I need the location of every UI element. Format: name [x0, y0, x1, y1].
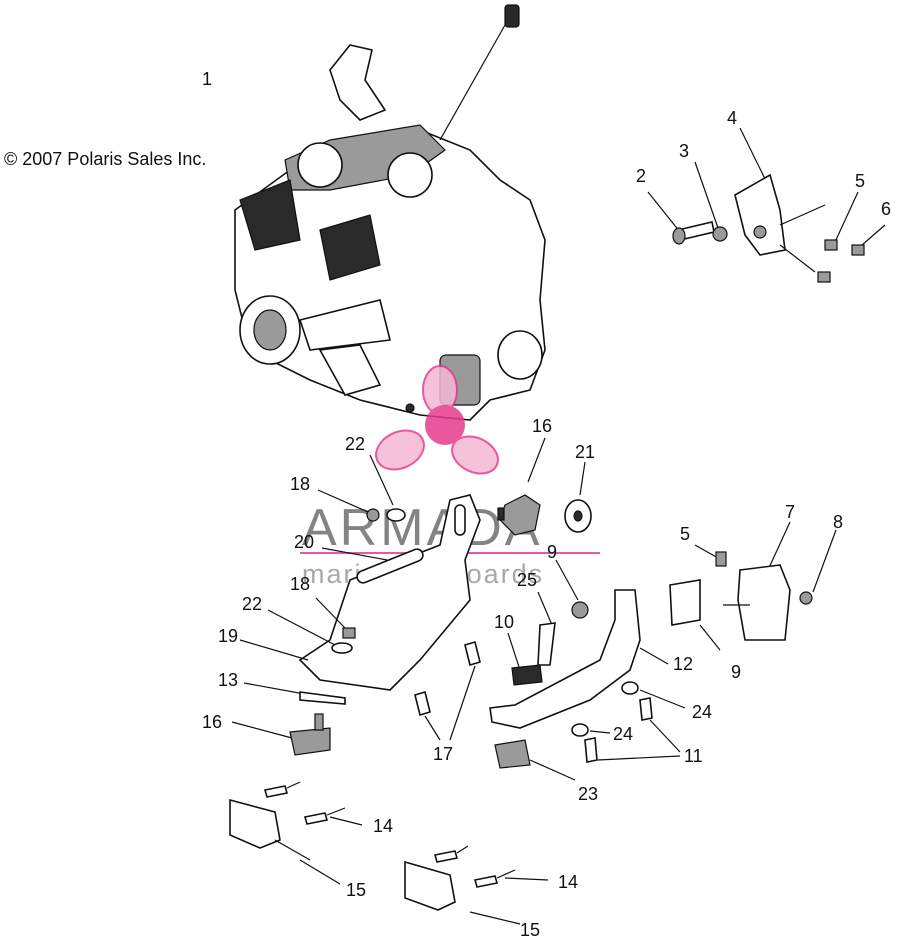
callout-5-mid: 5 — [680, 524, 690, 544]
shim-part-13 — [243, 682, 346, 705]
callout-11: 11 — [684, 746, 703, 766]
bolt-part-18-mid — [315, 597, 356, 639]
washer-part-22-mid — [267, 609, 353, 654]
bolt-part-17 — [414, 640, 481, 741]
rivet-part-14-left — [263, 781, 363, 826]
callout-8: 8 — [833, 512, 843, 532]
callout-25: 25 — [517, 570, 537, 590]
callout-14-right: 14 — [558, 872, 578, 892]
bracket-part-12 — [489, 589, 669, 729]
screw-part-6 — [817, 224, 886, 283]
copyright-text: © 2007 Polaris Sales Inc. — [4, 149, 206, 169]
screw-part-5-top — [824, 191, 859, 251]
bolt-part-18-top — [317, 489, 380, 522]
washer-part-24 — [571, 681, 686, 737]
callout-1: 1 — [202, 69, 212, 89]
callout-9-mid: 9 — [547, 542, 557, 562]
callout-6: 6 — [881, 199, 891, 219]
propeller-logo-icon — [375, 365, 499, 475]
screw-part-5-mid — [694, 544, 727, 567]
spacer-part-10 — [507, 632, 543, 686]
callout-23: 23 — [578, 784, 598, 804]
callout-21: 21 — [575, 442, 595, 462]
callout-19: 19 — [218, 626, 238, 646]
callout-15-left: 15 — [346, 880, 366, 900]
callout-4: 4 — [727, 108, 737, 128]
callout-13: 13 — [218, 670, 238, 690]
callout-18-top: 18 — [290, 474, 310, 494]
engine-assembly — [234, 4, 546, 421]
callout-22-mid: 22 — [242, 594, 262, 614]
bracket-part-7 — [723, 521, 791, 641]
callout-24-left: 24 — [613, 724, 633, 744]
mount-part-16-top — [497, 437, 546, 536]
callout-5-top: 5 — [855, 171, 865, 191]
washer-part-22-top — [369, 454, 406, 522]
callout-16-bottom: 16 — [202, 712, 222, 732]
mount-part-16-bottom — [231, 713, 331, 756]
callout-18-mid: 18 — [290, 574, 310, 594]
bracket-part-15-left — [229, 798, 341, 885]
bracket-part-15-right — [404, 860, 521, 925]
callout-15-right: 15 — [520, 920, 540, 938]
washer-part-21 — [564, 461, 592, 533]
callout-10: 10 — [494, 612, 514, 632]
nut-part-9-mid — [555, 559, 589, 619]
callout-7: 7 — [785, 502, 795, 522]
callout-22-top: 22 — [345, 434, 365, 454]
block-part-9-right — [669, 579, 721, 651]
bolt-part-2 — [647, 191, 715, 245]
rivet-part-14-right — [433, 845, 549, 888]
plate-part-19 — [239, 639, 309, 661]
nut-part-8 — [799, 529, 837, 605]
callout-3: 3 — [679, 141, 689, 161]
nut-part-3 — [694, 161, 728, 242]
damper-part-23 — [494, 739, 576, 781]
bolt-part-25 — [537, 591, 556, 666]
plate-part-4 — [734, 127, 826, 273]
bolt-part-11 — [584, 697, 681, 763]
callout-24-right: 24 — [692, 702, 712, 722]
callout-20: 20 — [294, 532, 314, 552]
callout-16-top: 16 — [532, 416, 552, 436]
callout-14-left: 14 — [373, 816, 393, 836]
bracket-part-20 — [298, 494, 481, 691]
callout-17: 17 — [433, 744, 453, 764]
callout-9-right: 9 — [731, 662, 741, 682]
callout-2: 2 — [636, 166, 646, 186]
callout-12: 12 — [673, 654, 693, 674]
